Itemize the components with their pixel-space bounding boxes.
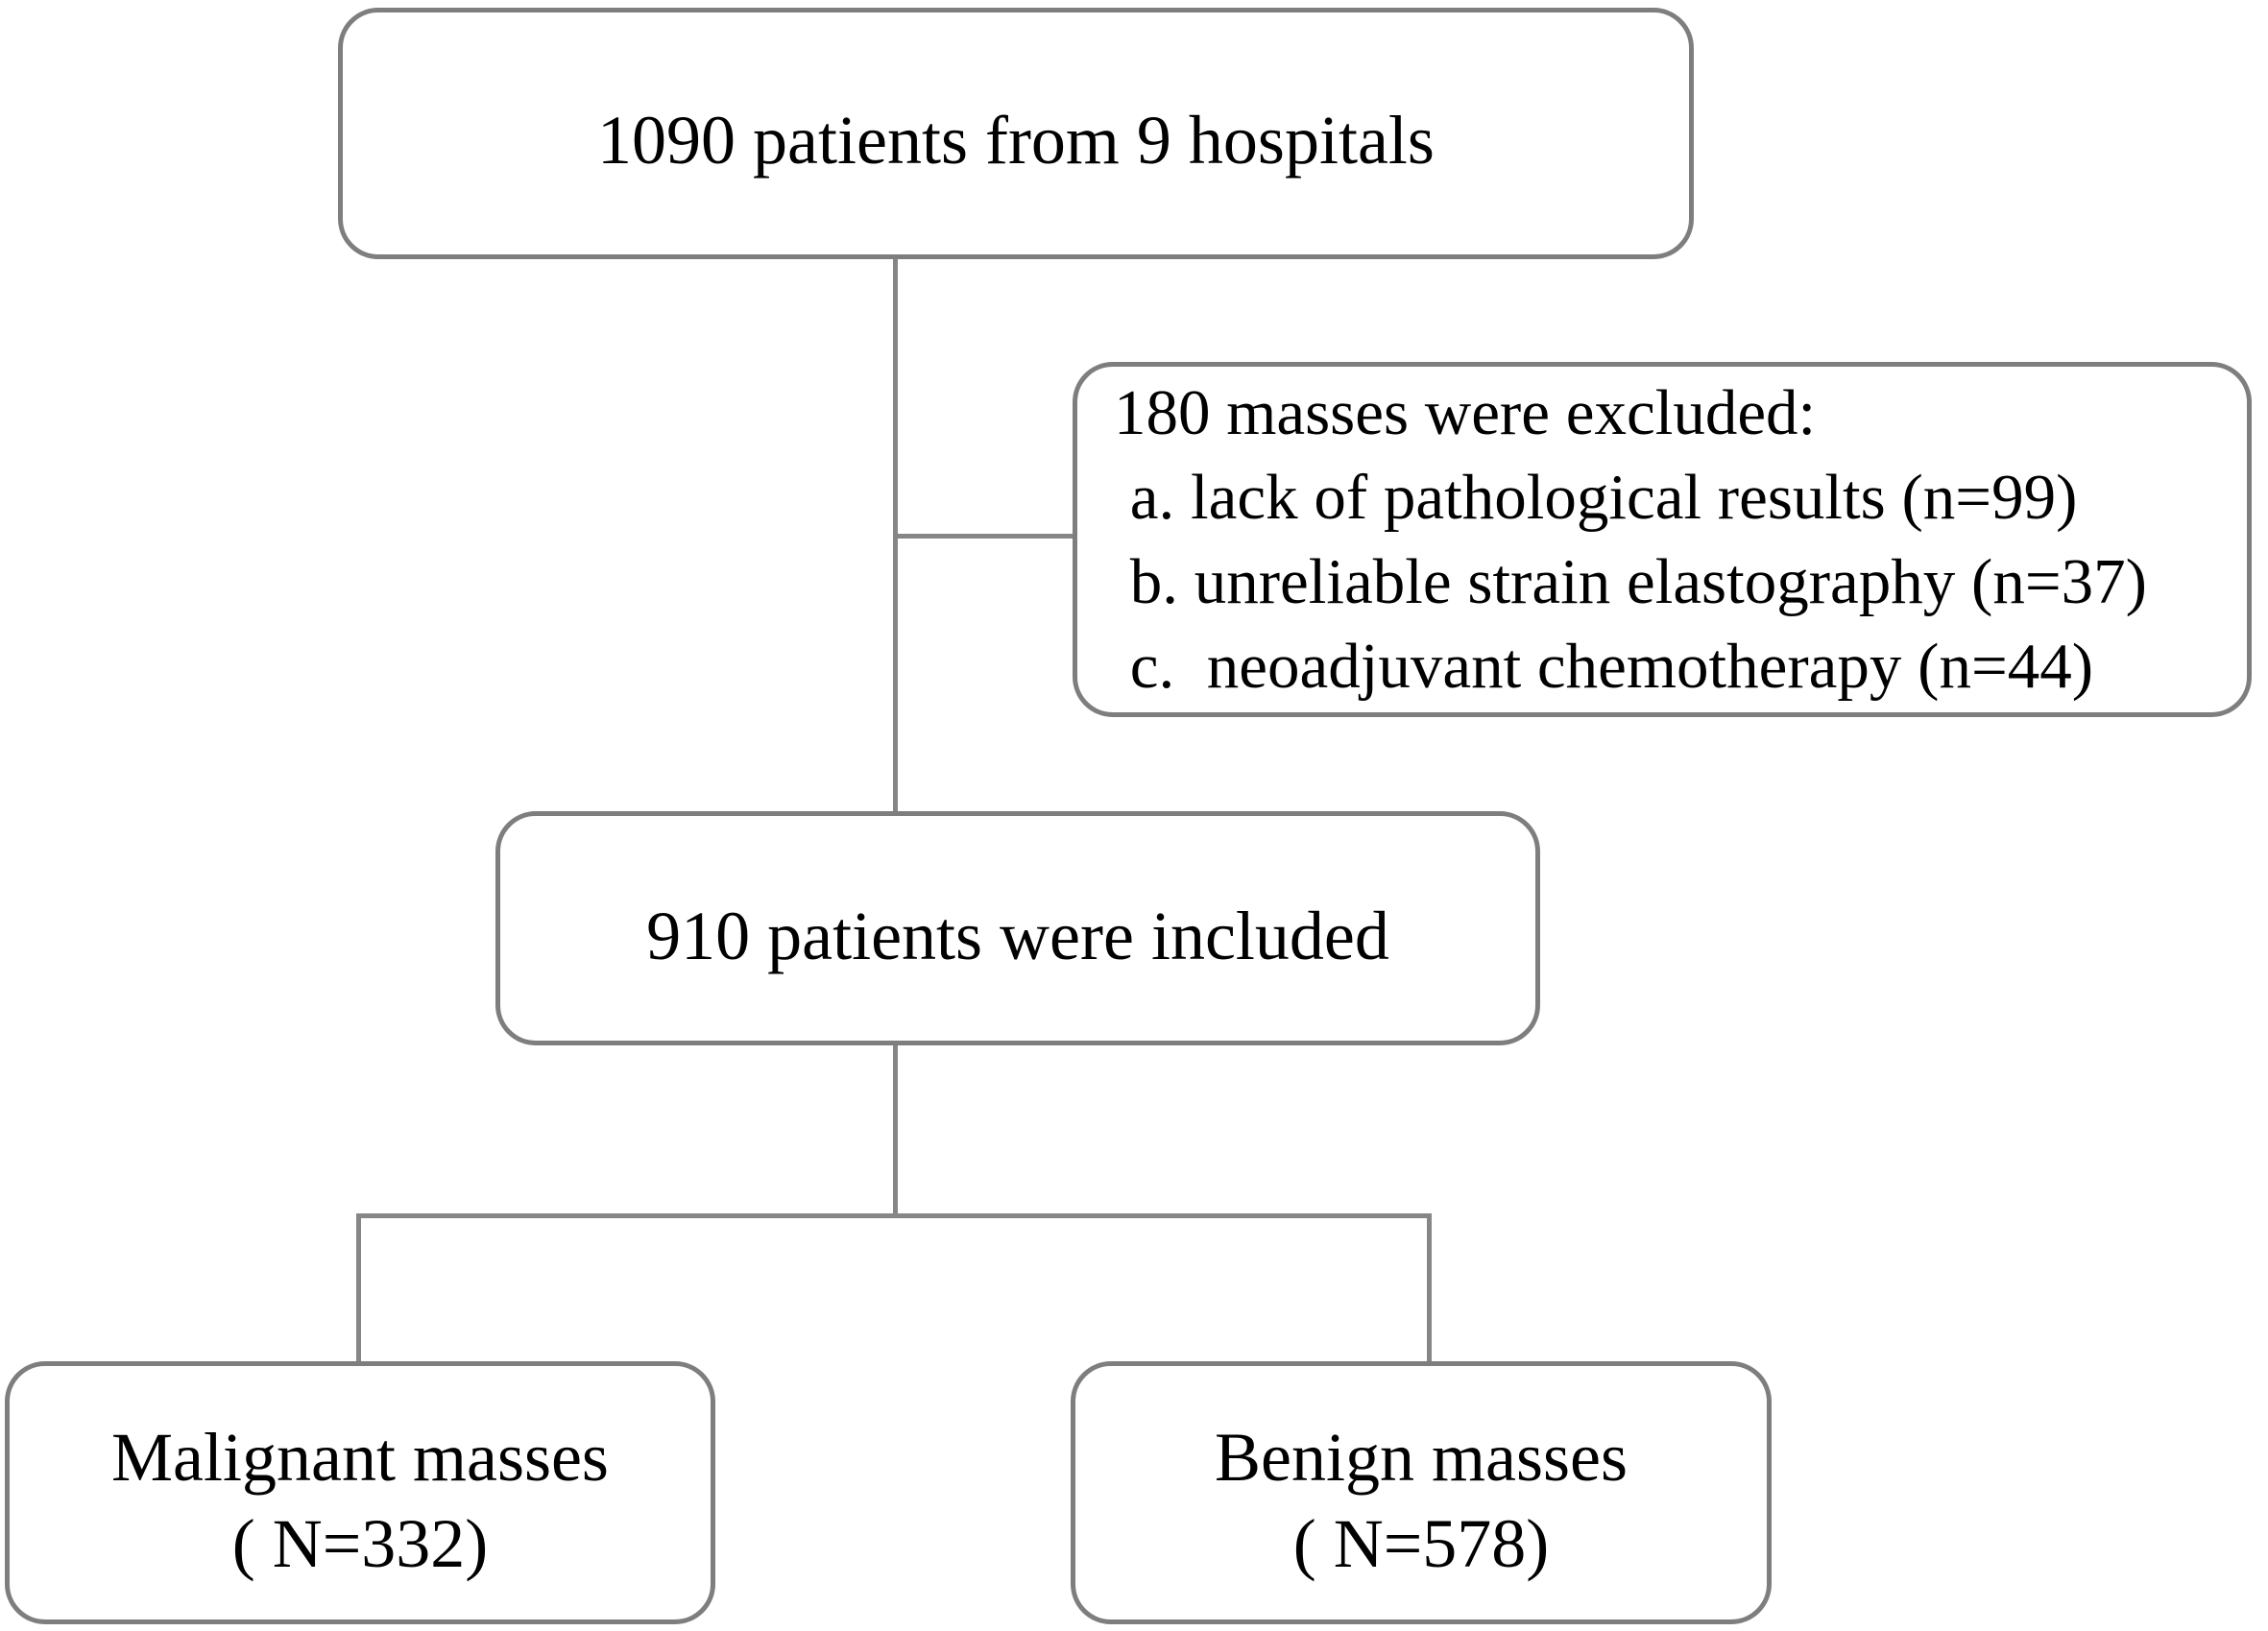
malignant-label: Malignant masses bbox=[111, 1419, 609, 1496]
benign-count: ( N=578) bbox=[1292, 1505, 1550, 1582]
connector-branch-horizontal bbox=[356, 1213, 1432, 1218]
node-excluded-masses: 180 masses were excluded: a. lack of pat… bbox=[1073, 362, 2252, 717]
excluded-reason-c: c. neoadjuvant chemotherapy (n=44) bbox=[1114, 631, 2094, 702]
excluded-header: 180 masses were excluded: bbox=[1114, 377, 1817, 448]
connector-branch-right-drop bbox=[1427, 1213, 1432, 1363]
connector-elbow-to-excluded bbox=[893, 534, 1075, 539]
node-total-patients: 1090 patients from 9 hospitals bbox=[338, 8, 1694, 259]
node-malignant-masses: Malignant masses ( N=332) bbox=[5, 1361, 715, 1624]
node-included-patients: 910 patients were included bbox=[495, 811, 1540, 1045]
node-benign-masses: Benign masses ( N=578) bbox=[1071, 1361, 1772, 1624]
connector-branch-left-drop bbox=[356, 1213, 361, 1363]
node-included-patients-label: 910 patients were included bbox=[646, 898, 1389, 974]
benign-label: Benign masses bbox=[1215, 1419, 1628, 1496]
excluded-reason-a: a. lack of pathological results (n=99) bbox=[1114, 462, 2078, 533]
node-total-patients-label: 1090 patients from 9 hospitals bbox=[597, 102, 1435, 179]
connector-included-to-branch-vertical bbox=[893, 1043, 898, 1217]
excluded-reason-b: b. unreliable strain elastography (n=37) bbox=[1114, 546, 2147, 617]
malignant-count: ( N=332) bbox=[231, 1505, 489, 1582]
